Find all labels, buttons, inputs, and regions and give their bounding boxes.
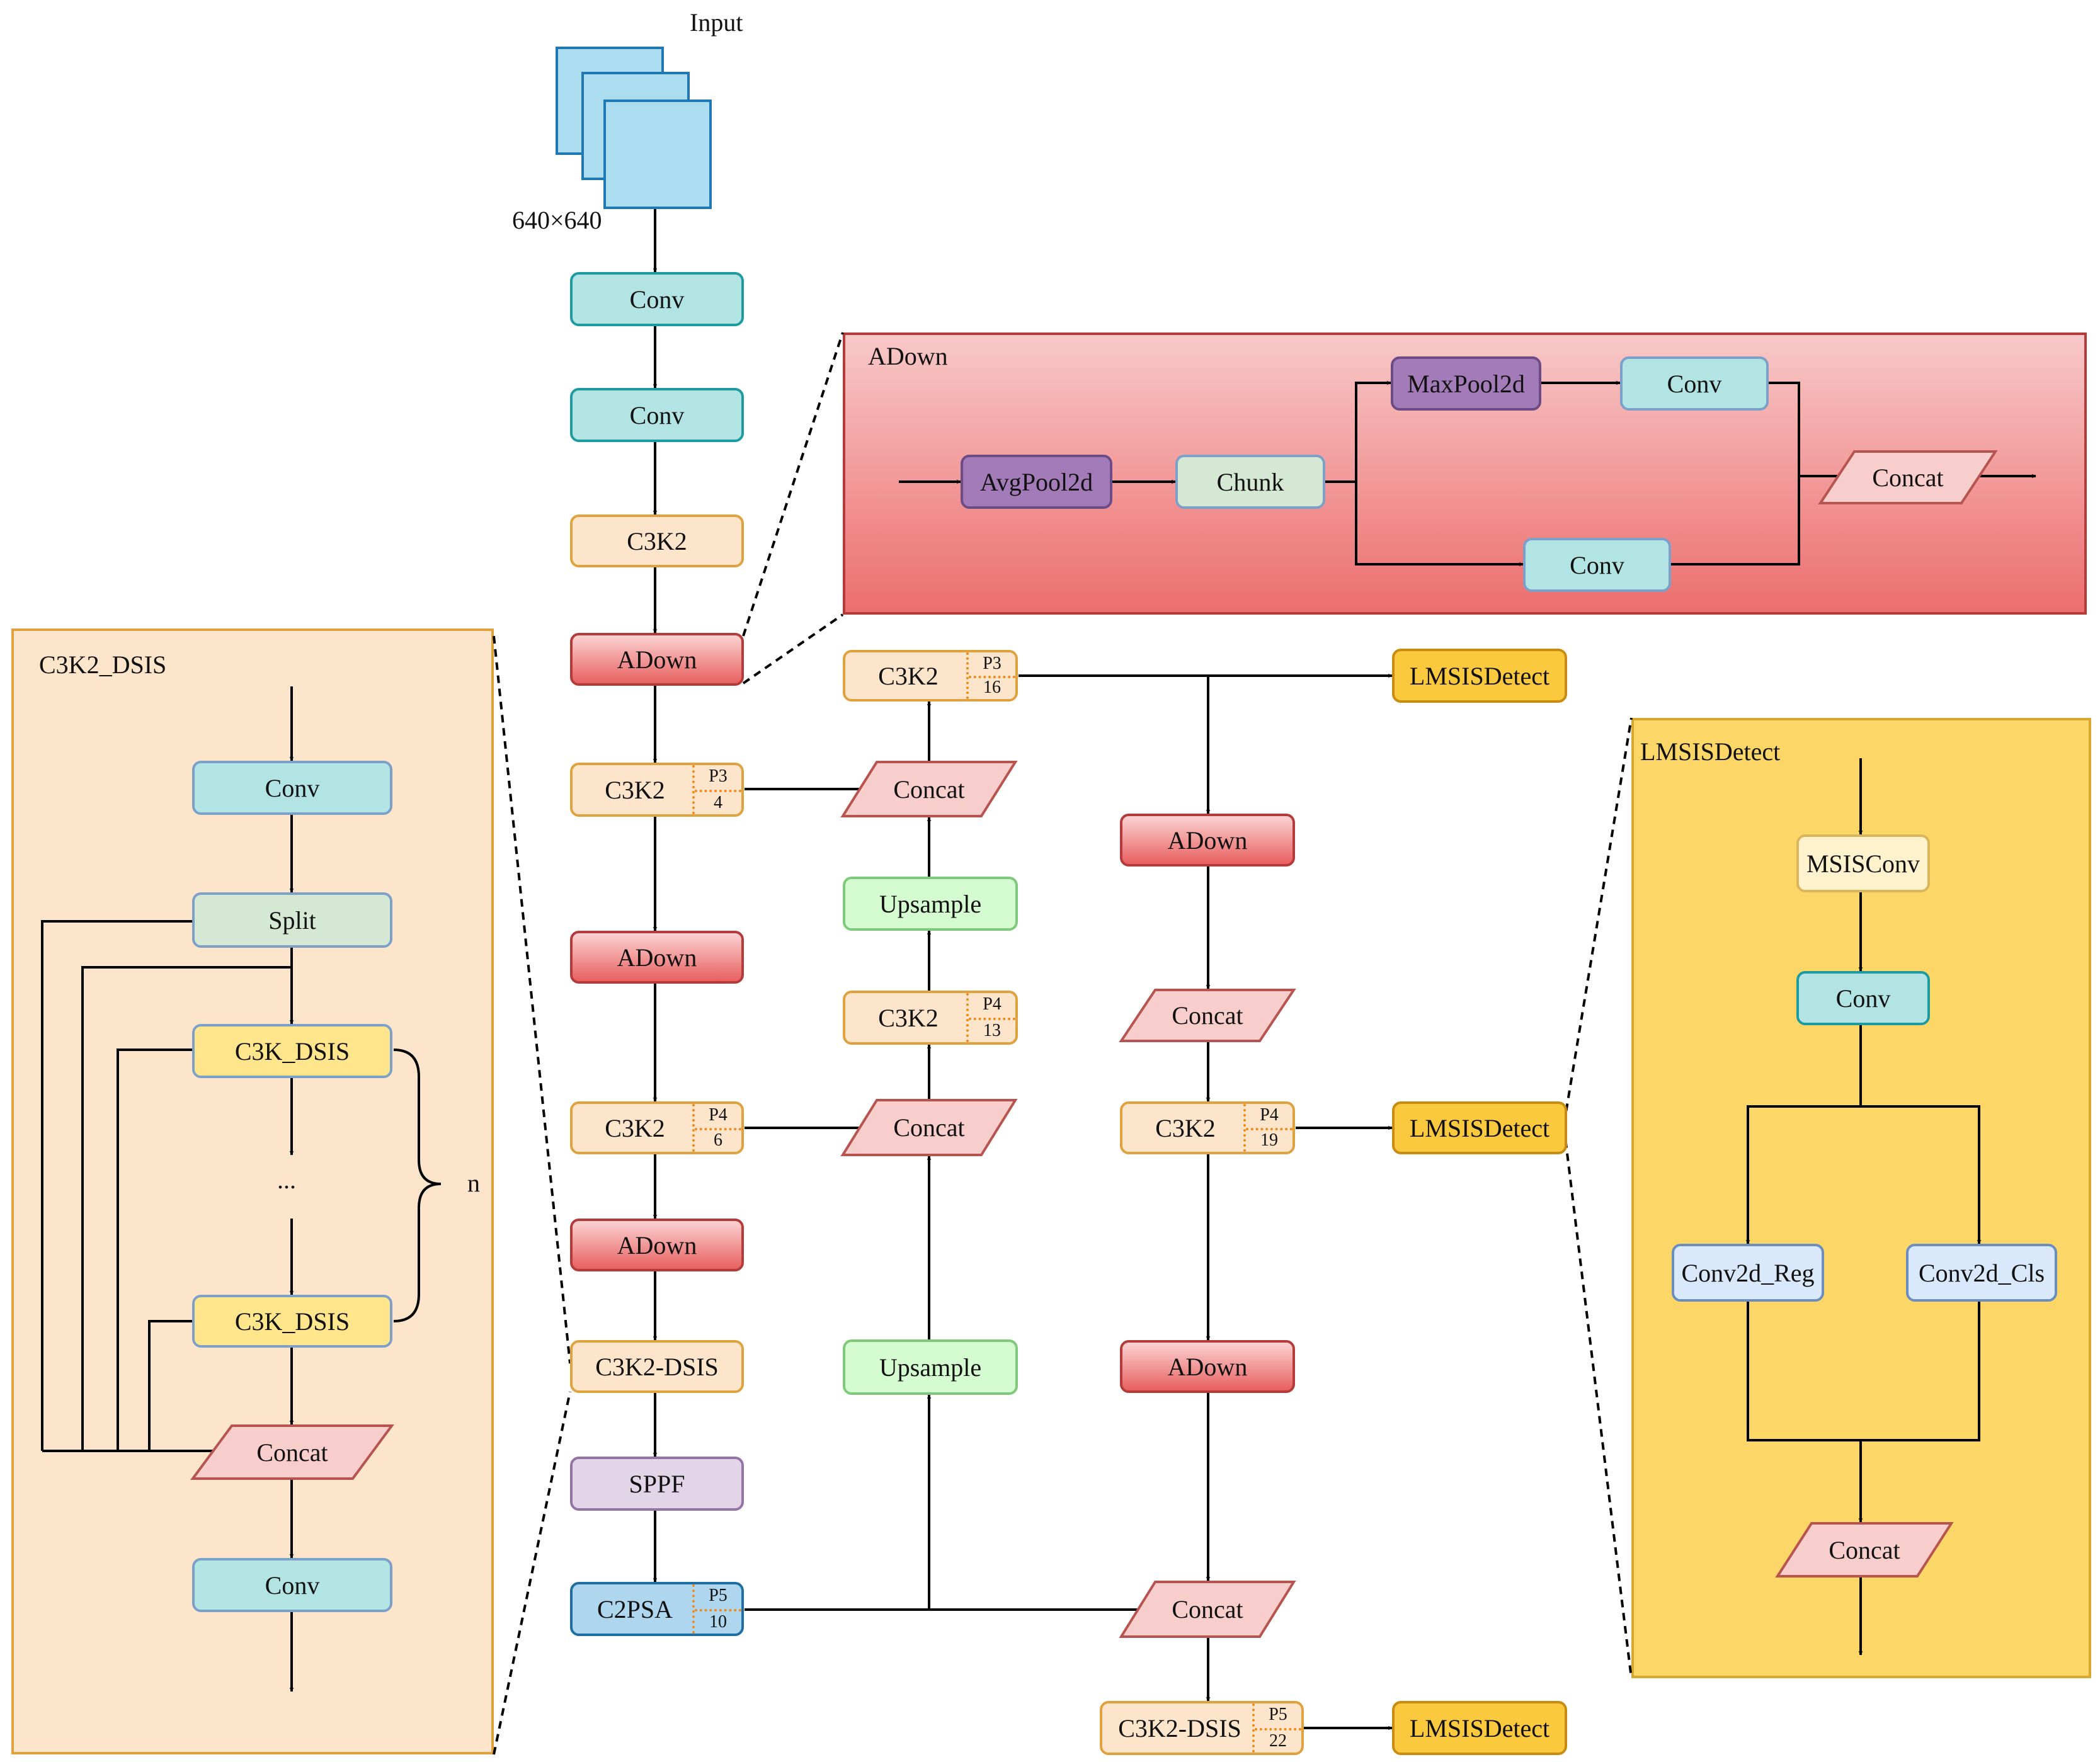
c3k2-panel-conv-top: Conv (192, 761, 392, 815)
backbone-adown-2: ADown (570, 931, 744, 984)
zoom-line (1563, 717, 1633, 1125)
input-label: Input (690, 8, 743, 37)
neck-adown-1: ADown (1120, 814, 1295, 867)
c3k2-dsis-panel-title: C3K2_DSIS (39, 651, 167, 679)
backbone-conv-2: Conv (570, 388, 744, 442)
backbone-conv-1: Conv (570, 272, 744, 326)
lmsis-msisconv: MSISConv (1796, 834, 1930, 892)
arrow (1747, 1105, 1982, 1244)
c3k2-panel-c3k-dsis-1: C3K_DSIS (192, 1024, 392, 1078)
c3k2-panel-concat: Concat (190, 1424, 394, 1480)
lmsis-conv: Conv (1796, 971, 1930, 1025)
lmsis-conv2d-cls: Conv2d_Cls (1906, 1244, 2057, 1302)
c3k2-panel-conv-bottom: Conv (192, 1558, 392, 1612)
arrow (745, 1394, 932, 1611)
brace (393, 1049, 442, 1322)
adown-chunk: Chunk (1175, 455, 1325, 509)
arrow (1355, 380, 1391, 564)
backbone-c3k2-1: C3K2 (570, 514, 744, 567)
adown-concat: Concat (1818, 450, 1998, 504)
input-size-label: 640×640 (512, 206, 602, 234)
zoom-line (493, 1391, 571, 1755)
zoom-line (493, 635, 571, 1364)
neck-concat-right-2: Concat (1119, 1581, 1296, 1638)
lmsis-detect-panel-title: LMSISDetect (1640, 737, 1781, 766)
c3k2-panel-brace-label: n (467, 1169, 480, 1197)
neck-concat-right-1: Concat (1119, 989, 1296, 1042)
c3k2-panel-ellipsis: ... (277, 1166, 296, 1194)
neck-adown-2: ADown (1120, 1340, 1295, 1393)
c3k2-panel-split: Split (192, 892, 392, 948)
backbone-adown-3: ADown (570, 1219, 744, 1271)
wire (1671, 382, 1800, 566)
adown-maxpool2d: MaxPool2d (1391, 356, 1541, 411)
head-lmsis-detect-p3: LMSISDetect (1392, 649, 1567, 703)
adown-conv-bottom: Conv (1523, 538, 1671, 592)
wire (117, 1049, 192, 1451)
head-lmsis-detect-p4: LMSISDetect (1392, 1101, 1567, 1154)
lmsis-concat: Concat (1775, 1522, 1954, 1577)
backbone-c3k2-dsis: C3K2-DSIS (570, 1340, 744, 1393)
head-lmsis-detect-p5: LMSISDetect (1392, 1701, 1567, 1755)
adown-conv-top: Conv (1620, 356, 1769, 411)
neck-concat-top: Concat (840, 761, 1018, 817)
wire (1747, 1302, 1980, 1441)
c3k2-panel-c3k-dsis-2: C3K_DSIS (192, 1295, 392, 1348)
backbone-sppf: SPPF (570, 1457, 744, 1511)
wire (41, 920, 192, 1451)
neck-upsample-bottom: Upsample (843, 1339, 1018, 1395)
zoom-line (1563, 1127, 1633, 1679)
backbone-adown-1: ADown (570, 633, 744, 686)
wire (81, 966, 292, 1451)
zoom-line (742, 613, 844, 685)
neck-upsample-top: Upsample (843, 877, 1018, 931)
input-stack-icon (556, 47, 712, 209)
adown-avgpool2d: AvgPool2d (961, 455, 1112, 509)
lmsis-conv2d-reg: Conv2d_Reg (1672, 1244, 1824, 1302)
zoom-line (742, 332, 844, 637)
wire (148, 1320, 192, 1451)
arrow (1355, 482, 1524, 567)
neck-concat-mid: Concat (840, 1099, 1018, 1156)
adown-panel-title: ADown (868, 342, 948, 370)
